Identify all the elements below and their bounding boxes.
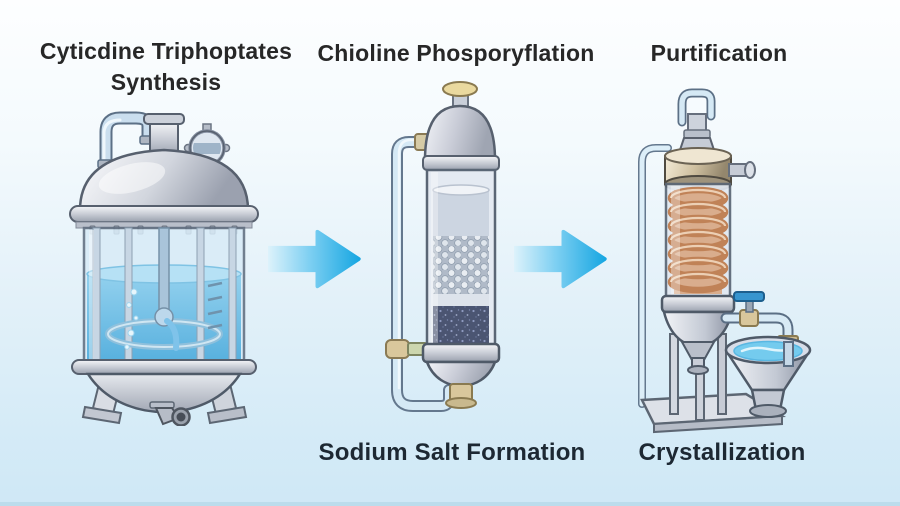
stage-label-synthesis: Cyticdine Triphoptates Synthesis	[16, 36, 316, 98]
coil-condenser-with-collection-funnel-icon	[638, 88, 812, 434]
stage-label-salt-formation: Sodium Salt Formation	[318, 439, 586, 466]
packed-separation-column-icon	[385, 81, 501, 412]
stage-label-phosphorylation: Chioline Phosporyflation	[317, 40, 595, 66]
flow-arrow-icon	[268, 229, 361, 289]
stage-label-synthesis-line2: Synthesis	[110, 69, 222, 95]
stage-label-synthesis-line1: Cyticdine Triphoptates	[39, 38, 293, 64]
stirred-reactor-vessel-icon	[69, 111, 259, 426]
stage-label-purification: Purtification	[650, 40, 788, 66]
stage-label-crystallization: Crystallization	[638, 439, 806, 466]
flow-arrow-icon	[514, 229, 607, 289]
bottom-edge-line	[0, 502, 900, 506]
